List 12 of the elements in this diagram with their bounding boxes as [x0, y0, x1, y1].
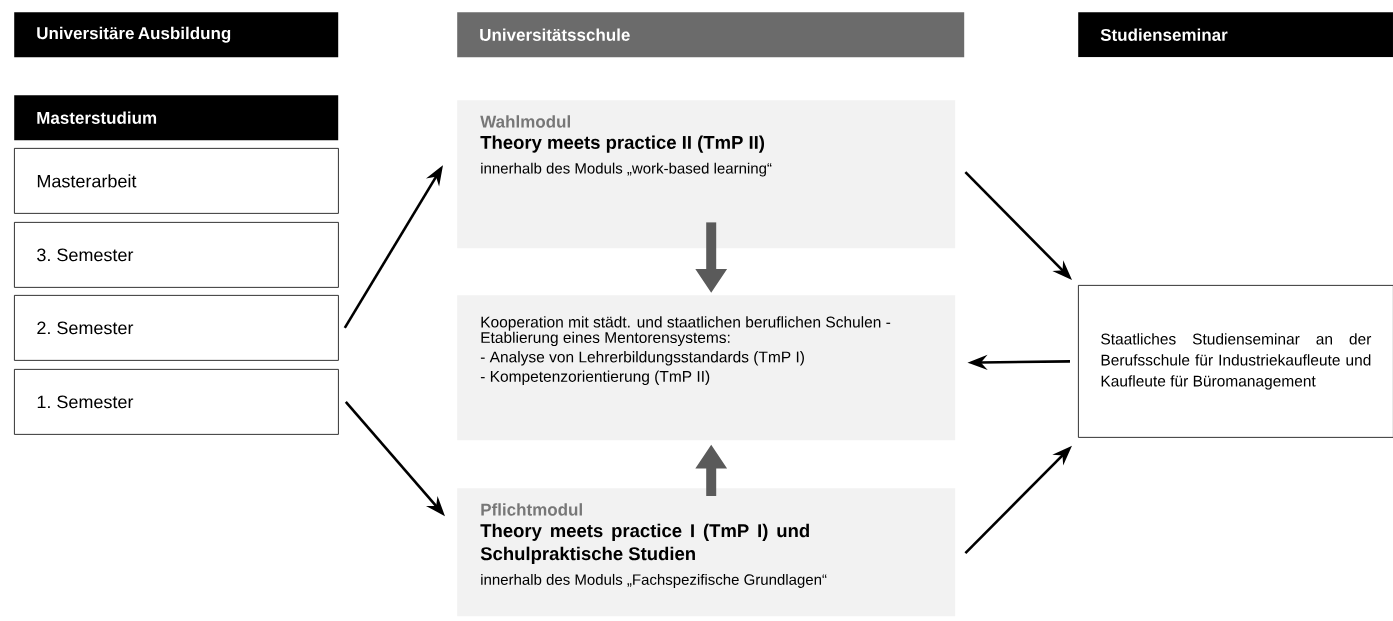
seminar-box: Staatliches Studienseminar an der Berufsschule für Industriekaufleute und Kaufleute für Büromanagement [1078, 285, 1393, 438]
column-header: Universitätsschule [457, 12, 965, 58]
module-panel: Wahlmodul Theory meets practice II (TmP II) innerhalb des Moduls „work-based learning“ [457, 100, 956, 249]
semester-box: 3. Semester [14, 222, 339, 288]
column-header: Studienseminar [1078, 12, 1393, 58]
module-panel: Pflichtmodul Theory meets practice I (TmP I) und Schulpraktische Studien innerhalb des Moduls „Fachspezifische Grundlagen“ [457, 488, 956, 617]
semester-box: 2. Semester [14, 295, 339, 361]
section-header: Masterstudium [14, 95, 339, 141]
semester-box: 1. Semester [14, 369, 339, 435]
column-header: Universitäre Ausbildung [14, 12, 339, 58]
cooperation-panel: Kooperation mit städt. und staatlichen beruflichen Schulen - Etablierung eines Mentorensystems: - Analyse von Lehrerbildungsstandards (TmP I) - Kompetenzorientierung (TmP II) [457, 295, 956, 441]
semester-box: Masterarbeit [14, 148, 339, 214]
